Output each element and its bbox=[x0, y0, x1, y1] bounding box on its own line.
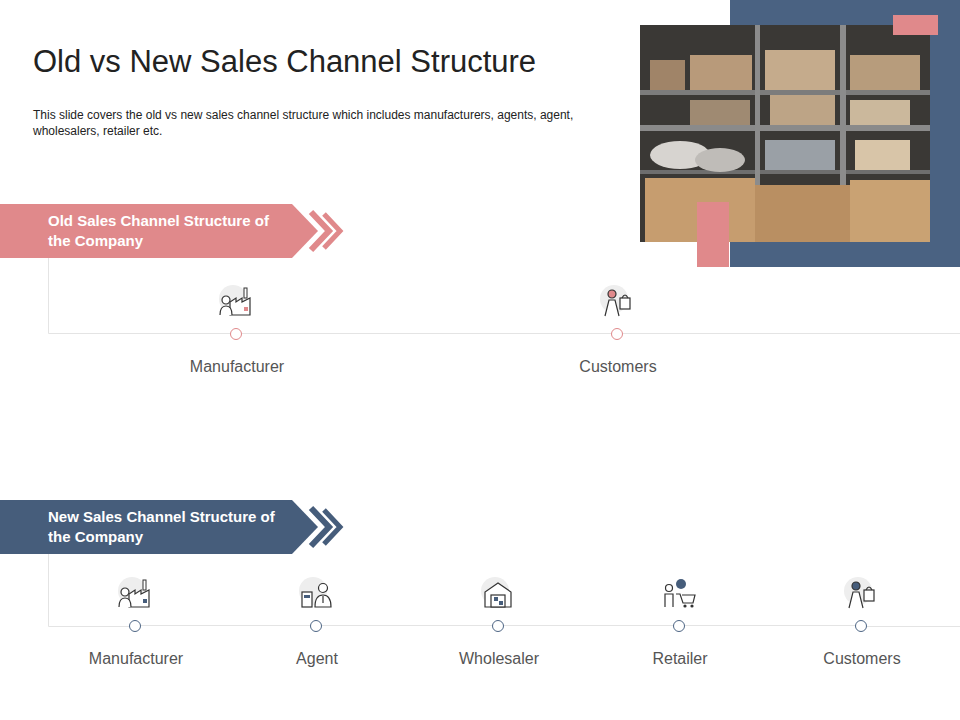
stage-label: Wholesaler bbox=[459, 650, 539, 668]
timeline-dot: Wholesaler bbox=[492, 620, 504, 632]
timeline-dot: Manufacturer bbox=[129, 620, 141, 632]
timeline-line bbox=[867, 626, 960, 627]
timeline-connector bbox=[504, 625, 673, 626]
slide-caption: This slide covers the old vs new sales c… bbox=[33, 107, 593, 139]
customer-icon bbox=[600, 285, 630, 316]
stage-label: Agent bbox=[296, 650, 338, 668]
banner-fill bbox=[0, 500, 318, 554]
stage-label: Customers bbox=[823, 650, 900, 668]
stage-label: Customers bbox=[579, 358, 656, 376]
banner-text-group: New Sales Channel Structure of the Compa… bbox=[0, 500, 278, 547]
chevron bbox=[324, 214, 340, 248]
chevron bbox=[324, 510, 340, 544]
warehouse-icon bbox=[481, 577, 511, 607]
timeline-dot: Customers bbox=[611, 328, 623, 340]
timeline-dot: Customers bbox=[855, 620, 867, 632]
timeline-connector bbox=[685, 625, 855, 626]
stage-label: Retailer bbox=[652, 650, 707, 668]
banner-fill bbox=[0, 204, 318, 258]
stage-label: Manufacturer bbox=[190, 358, 284, 376]
factory-icon bbox=[118, 577, 149, 607]
timeline-dot: Manufacturer bbox=[230, 328, 242, 340]
stage-label: Manufacturer bbox=[89, 650, 183, 668]
banner-text: Old Sales Channel Structure of the Compa… bbox=[48, 211, 278, 251]
timeline-dot: Agent bbox=[310, 620, 322, 632]
timeline-line bbox=[49, 554, 130, 627]
timeline-dot: Retailer bbox=[673, 620, 685, 632]
accent-block bbox=[697, 202, 729, 267]
customer-icon bbox=[844, 577, 874, 608]
timeline-connector bbox=[322, 625, 492, 626]
timeline-line bbox=[49, 258, 231, 334]
agent-icon bbox=[299, 577, 331, 607]
timeline-line bbox=[623, 333, 960, 334]
accent-block bbox=[893, 15, 938, 35]
retailer-icon bbox=[665, 579, 695, 608]
section-banner: New Sales Channel Structure of the Compa… bbox=[0, 500, 318, 554]
timeline-connector bbox=[242, 333, 611, 334]
factory-icon bbox=[219, 285, 250, 315]
section-banner: Old Sales Channel Structure of the Compa… bbox=[0, 204, 318, 258]
banner-text-group: Old Sales Channel Structure of the Compa… bbox=[0, 204, 278, 251]
slide-title: Old vs New Sales Channel Structure bbox=[33, 44, 536, 80]
timeline-connector bbox=[141, 625, 310, 626]
warehouse-photo bbox=[640, 25, 930, 242]
banner-text: New Sales Channel Structure of the Compa… bbox=[48, 507, 278, 547]
